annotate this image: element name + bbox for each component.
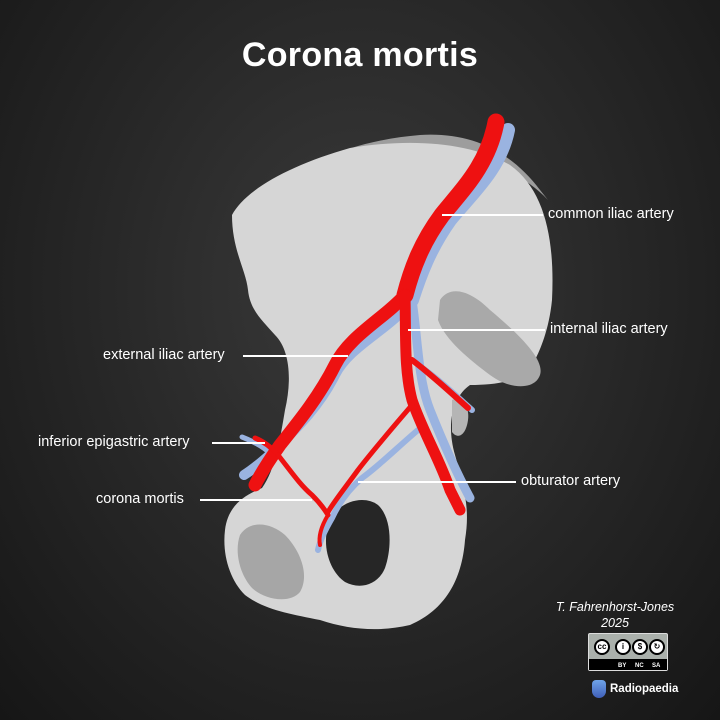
artery-branch-upper: [409, 357, 471, 411]
cc-sa-text: SA: [652, 663, 661, 669]
obturator-foramen: [325, 500, 390, 586]
cc-badge-bar: [589, 659, 667, 670]
nc-icon: $: [632, 639, 648, 655]
external-iliac-artery: [248, 288, 412, 492]
label-internal-iliac-artery: internal iliac artery: [550, 321, 668, 337]
label-obturator-artery: obturator artery: [521, 473, 621, 489]
diagram-title: Corona mortis: [241, 36, 479, 74]
label-external-iliac-artery: external iliac artery: [103, 347, 225, 363]
label-common-iliac-artery: common iliac artery: [548, 206, 674, 222]
pubic-shadow: [237, 524, 305, 600]
credit-author: T. Fahrenhorst-Jones: [555, 600, 675, 614]
hip-bone: [224, 134, 553, 630]
radiopaedia-logo-text: Radiopaedia: [610, 683, 679, 695]
cc-license-badge[interactable]: cc i $ ↻ BY NC SA: [588, 633, 668, 671]
credit-year: 2025: [601, 616, 629, 630]
obturator-artery: [325, 402, 415, 515]
artery-to-foramen: [317, 513, 330, 547]
label-inferior-epigastric-artery: inferior epigastric artery: [38, 434, 190, 450]
leader-lines: [200, 214, 545, 501]
corona-mortis-vessel: [275, 452, 331, 518]
radiopaedia-icon: [592, 680, 606, 698]
sciatic-notch-shadow: [438, 291, 541, 387]
cc-by-text: BY: [618, 663, 627, 669]
cc-nc-text: NC: [635, 663, 644, 669]
by-icon: i: [615, 639, 631, 655]
cc-icon: cc: [594, 639, 610, 655]
internal-iliac-vein: [407, 295, 475, 503]
arteries: [248, 113, 505, 547]
internal-iliac-artery: [399, 289, 466, 516]
sa-icon: ↻: [649, 639, 665, 655]
hip-bone-body: [224, 142, 553, 630]
obturator-vein: [315, 427, 421, 553]
radiopaedia-logo[interactable]: Radiopaedia: [592, 678, 678, 700]
label-corona-mortis: corona mortis: [96, 491, 184, 507]
common-iliac-vein: [405, 123, 515, 307]
